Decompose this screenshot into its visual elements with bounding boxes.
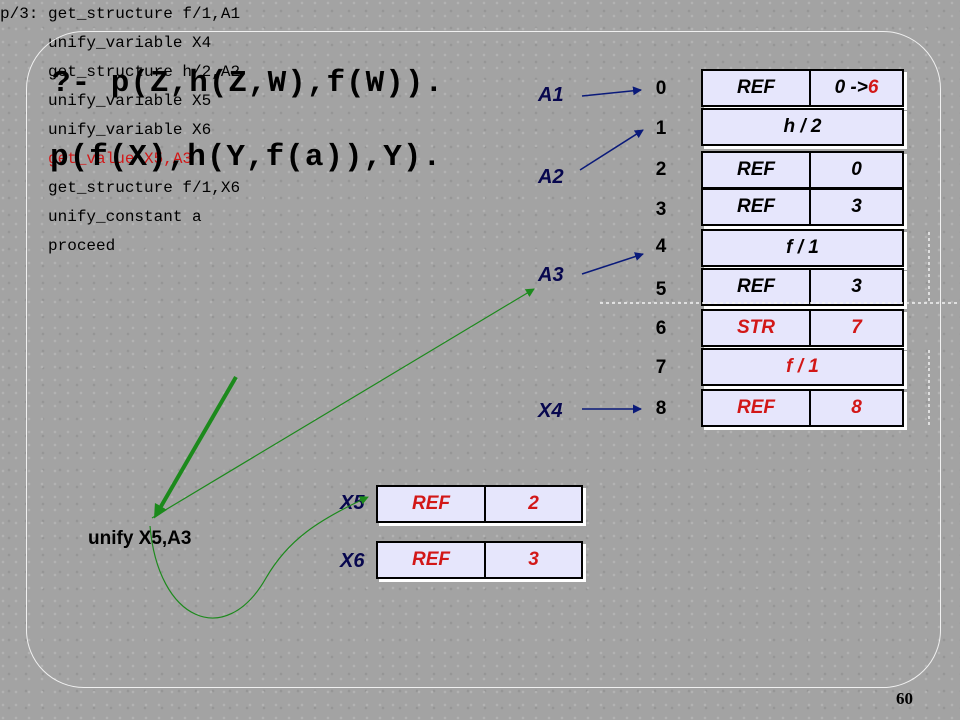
heap-cell-3: REF 3 [701,188,904,226]
heap-cell-tag: REF [703,71,811,105]
code-line: unify_variable X5 [0,92,212,110]
heap-cell-value: 3 [851,196,862,217]
arrow-unify-to-a3 [151,288,535,519]
heap-cell-tag: STR [703,311,811,345]
heap-cell-value: 0 [851,159,862,180]
heap-cell-1: h / 2 [701,108,904,146]
heap-cell-value-text: 0 -> [834,77,868,98]
heap-cell-value: 8 [851,397,862,418]
query-text: ?- p(Z,h(Z,W),f(W)). [52,66,445,101]
heap-cell-value-highlight: 6 [867,77,879,98]
register-label-a3: A3 [538,264,564,286]
heap-address: 2 [655,159,667,180]
heap-cell-value: 3 [851,276,862,297]
heap-cell-6: STR 7 [701,309,904,347]
register-cell-value: 3 [528,549,539,570]
code-line-highlighted: get_value X5,A3 [0,150,193,168]
program-clause: p(f(X),h(Y,f(a)),Y). [50,140,443,175]
heap-cell-tag: REF [703,190,811,224]
heap-cell-7: f / 1 [701,348,904,386]
register-cell-tag: REF [378,543,486,577]
arrow-a2-to-heap [579,129,644,171]
arrow-a3-to-heap [581,252,644,275]
register-label-a2: A2 [538,166,564,188]
slide-frame [26,31,941,688]
arrow-unify-to-x5 [149,496,369,619]
heap-cell-8: REF 8 [701,389,904,427]
heap-address: 7 [655,357,667,378]
heap-cell-functor: h / 2 [783,116,822,137]
register-cell-x5: REF 2 [376,485,583,523]
heap-cell-value: 7 [851,317,862,338]
heap-address: 4 [655,236,667,257]
register-cell-x6: REF 3 [376,541,583,579]
heap-cell-tag: REF [703,270,811,304]
heap-address: 6 [655,318,667,339]
heap-cell-tag: REF [703,391,811,425]
heap-cell-4: f / 1 [701,229,904,267]
heap-address: 1 [655,118,667,139]
register-label-x5: X5 [340,492,365,514]
register-label-a1: A1 [538,84,564,106]
wam-code-listing: p/3: get_structure f/1,A1 unify_variable… [0,0,960,261]
unify-label: unify X5,A3 [88,528,192,549]
heap-address: 8 [655,398,667,419]
register-cell-value: 2 [528,493,539,514]
heap-cell-0: REF 0 -> 6 [701,69,904,107]
arrow-highlight-to-unify [153,375,238,519]
heap-address: 5 [655,279,667,300]
heap-cell-5: REF 3 [701,268,904,306]
heap-address: 0 [655,78,667,99]
register-label-x4: X4 [538,400,563,422]
arrow-a1-to-heap [581,86,642,97]
code-line: get_structure f/1,X6 [0,179,241,197]
heap-cell-tag: REF [703,153,811,187]
register-label-x6: X6 [340,550,365,572]
heap-cell-functor: f / 1 [786,237,819,258]
page-number: 60 [896,689,913,708]
code-line: proceed [0,237,116,255]
code-line: p/3: get_structure f/1,A1 [0,5,241,23]
heap-address: 3 [655,199,667,220]
register-cell-tag: REF [378,487,486,521]
heap-cell-functor: f / 1 [786,356,819,377]
heap-cell-value: 0 -> 6 [811,71,902,105]
code-line: unify_constant a [0,208,202,226]
code-line: unify_variable X6 [0,121,212,139]
